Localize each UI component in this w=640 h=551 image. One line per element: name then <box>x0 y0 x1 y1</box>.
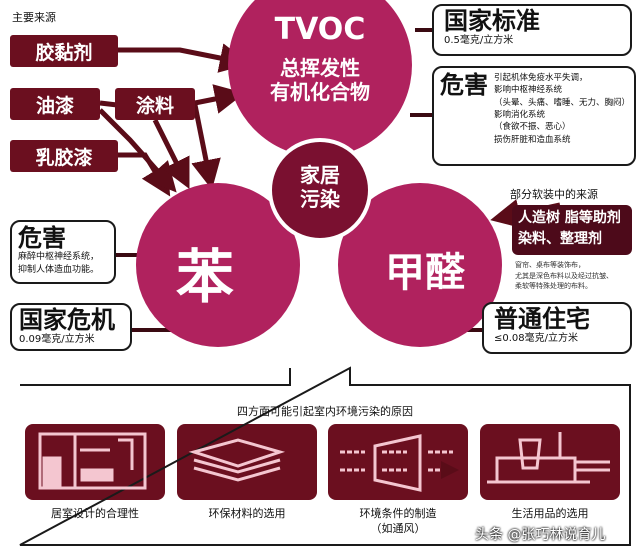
cause-label: 环保材料的选用 <box>208 507 286 520</box>
causes-title: 四方面可能引起室内环境污染的原因 <box>237 405 413 418</box>
causes-panel <box>19 366 631 546</box>
center-line1: 家居 <box>300 163 340 187</box>
tvoc-title: TVOC <box>274 12 366 47</box>
tvoc-sub2: 有机化合物 <box>270 80 370 104</box>
note-line: 柔软等特殊处理的布料。 <box>515 282 592 290</box>
benzene-standard-value: 0.09毫克/立方米 <box>19 334 95 346</box>
cause-label: 生活用品的选用 <box>511 507 589 520</box>
harm-line: 抑制人体造血功能。 <box>18 264 100 275</box>
center-circle <box>268 138 372 242</box>
source-coating: 涂料 <box>115 88 195 120</box>
note-line: 尤其是深色布料以及经过抗皱、 <box>515 271 613 280</box>
formaldehyde-source: 人造树 脂等助剂 <box>518 210 621 226</box>
center-label: 家居污染 <box>280 163 360 211</box>
tvoc-standard-value: 0.5毫克/立方米 <box>444 35 514 47</box>
cause-label-line1: 环境条件的制造 <box>359 507 437 520</box>
layers-icon <box>188 438 286 482</box>
tvoc-harm-lines: 引起机体免疫水平失调， 影响中枢神经系统 （头晕、头痛、嗜睡、无力、胸闷） 影响… <box>494 72 631 160</box>
harm-line: 影响消化系统 <box>494 109 546 120</box>
tvoc-harm-box: 危害 引起机体免疫水平失调， 影响中枢神经系统 （头晕、头痛、嗜睡、无力、胸闷）… <box>432 66 636 166</box>
tvoc-harm-title: 危害 <box>440 71 488 99</box>
harm-line: （头晕、头痛、嗜睡、无力、胸闷） <box>494 97 631 108</box>
tvoc-standard-title: 国家标准 <box>444 7 540 35</box>
cause-label-line2: （如通风） <box>370 521 426 535</box>
sources-title: 主要来源 <box>12 11 56 24</box>
harm-line: 引起机体免疫水平失调， <box>494 73 588 83</box>
harm-line: 影响中枢神经系统 <box>494 85 563 96</box>
harm-line: 麻醉中枢神经系统， <box>18 252 100 263</box>
formaldehyde-source-box: 人造树 脂等助剂 染料、整理剂 <box>512 205 632 255</box>
tvoc-standard-box: 国家标准 0.5毫克/立方米 <box>432 4 632 56</box>
formaldehyde-source-label: 部分软装中的来源 <box>510 188 598 201</box>
source-paint: 油漆 <box>10 88 100 120</box>
cause-label: 环境条件的制造（如通风） <box>323 507 473 537</box>
formaldehyde-circle <box>338 183 502 347</box>
benzene-harm-box: 危害 麻醉中枢神经系统， 抑制人体造血功能。 <box>10 220 116 284</box>
center-line2: 污染 <box>300 187 340 211</box>
furniture-icon <box>487 432 610 484</box>
formaldehyde-standard-box: 普通住宅 ≤0.08毫克/立方米 <box>482 302 632 354</box>
formaldehyde-source: 染料、整理剂 <box>518 231 602 247</box>
formaldehyde-note: 窗帘、桌布等装饰布， 尤其是深色布料以及经过抗皱、 柔软等特殊处理的布料。 <box>515 260 613 292</box>
harm-line: （食欲不振、恶心） <box>494 122 571 133</box>
formaldehyde-title: 甲醛 <box>385 250 465 296</box>
benzene-standard-box: 国家危机 0.09毫克/立方米 <box>10 303 132 351</box>
tvoc-sub1: 总挥发性 <box>280 56 360 80</box>
benzene-harm-title: 危害 <box>18 224 66 252</box>
watermark: 头条 @张巧林说育儿 <box>475 527 606 543</box>
formaldehyde-standard-title: 普通住宅 <box>494 305 590 333</box>
formaldehyde-standard-value: ≤0.08毫克/立方米 <box>494 333 579 345</box>
ventilation-icon <box>340 434 453 492</box>
floorplan-icon <box>38 432 147 490</box>
benzene-standard-title: 国家危机 <box>19 306 115 334</box>
harm-line: 损伤肝脏和造血系统 <box>494 134 571 145</box>
source-latex-paint: 乳胶漆 <box>10 140 118 172</box>
benzene-circle <box>136 183 300 347</box>
source-adhesive: 胶黏剂 <box>10 35 118 67</box>
benzene-title: 苯 <box>175 243 234 311</box>
note-line: 窗帘、桌布等装饰布， <box>515 261 585 269</box>
cause-label: 居室设计的合理性 <box>51 507 139 520</box>
tvoc-circle <box>228 0 412 157</box>
